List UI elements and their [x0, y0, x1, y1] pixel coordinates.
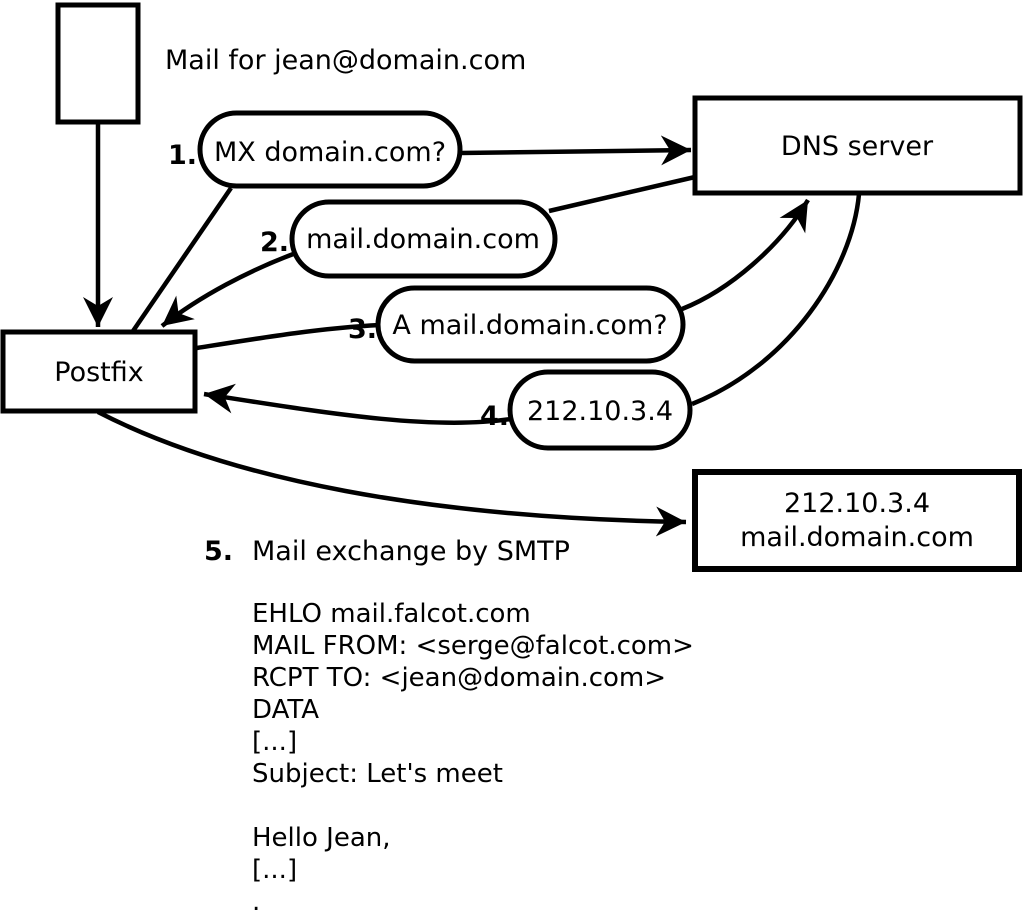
mailserver-box [692, 469, 1022, 572]
step-1-number: 1. [168, 140, 197, 171]
smtp-line-data: DATA [252, 695, 319, 725]
bubble-a-query [375, 285, 686, 364]
step-3-number: 3. [348, 314, 377, 345]
bubble-mx-query [197, 110, 463, 189]
smtp-line-mail-from: MAIL FROM: <serge@falcot.com> [252, 631, 694, 661]
step-5-label: Mail exchange by SMTP [252, 536, 570, 567]
bubble-a-answer-label: 212.10.3.4 [527, 396, 673, 427]
step-2-number: 2. [260, 227, 289, 258]
bubble-a-answer [507, 369, 693, 451]
smtp-line-end-dot: . [252, 887, 260, 917]
arrow-a-answer-to-postfix [203, 383, 512, 426]
line-dns-to-mx-answer [548, 174, 696, 214]
smtp-line-ellipsis-2: [...] [252, 855, 297, 885]
smtp-line-ellipsis-1: [...] [252, 727, 297, 757]
mailserver-host-label: mail.domain.com [740, 522, 974, 553]
message-envelope [55, 2, 141, 125]
line-dns-to-a-answer [691, 193, 862, 407]
dns-server-label: DNS server [781, 131, 934, 162]
bubble-mx-answer-label: mail.domain.com [306, 224, 540, 255]
note-mail-for: Mail for jean@domain.com [165, 45, 526, 76]
bubble-mx-query-label: MX domain.com? [214, 137, 446, 168]
bubble-mx-answer [289, 199, 558, 279]
step-5-number: 5. [204, 536, 233, 567]
line-postfix-to-a-query [196, 322, 381, 351]
arrow-mx-answer-to-postfix [160, 250, 297, 328]
postfix-box [0, 329, 198, 414]
arrow-a-query-to-dns [681, 198, 810, 312]
postfix-label: Postfix [54, 357, 143, 388]
mailserver-ip-label: 212.10.3.4 [784, 488, 930, 519]
dns-server-box [692, 95, 1023, 196]
arrow-postfix-to-mailserver [96, 409, 687, 537]
arrow-mx-query-to-dns [459, 135, 692, 166]
bubble-a-query-label: A mail.domain.com? [392, 310, 667, 341]
line-postfix-to-mx-query [131, 186, 233, 333]
smtp-line-subject: Subject: Let's meet [252, 759, 503, 789]
smtp-line-rcpt-to: RCPT TO: <jean@domain.com> [252, 663, 666, 693]
smtp-line-ehlo: EHLO mail.falcot.com [252, 599, 531, 629]
step-4-number: 4. [480, 401, 509, 432]
smtp-line-hello: Hello Jean, [252, 823, 391, 853]
